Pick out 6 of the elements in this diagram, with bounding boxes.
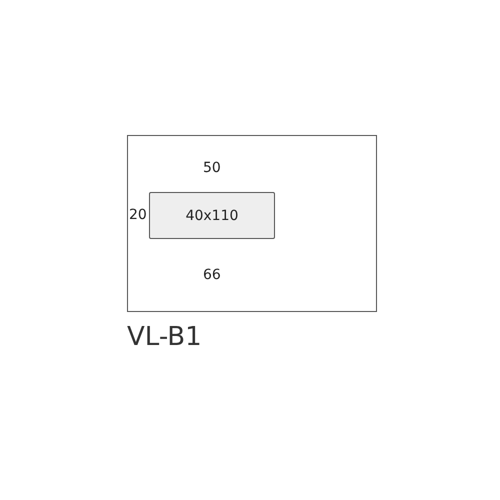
dimension-label: 20 [129, 207, 147, 223]
dimension-label: 66 [203, 267, 221, 283]
model-caption: VL-B1 [127, 322, 202, 352]
envelope-outline [127, 135, 377, 312]
dimension-label: 50 [203, 160, 221, 176]
window-box: 40x110 [149, 192, 275, 239]
